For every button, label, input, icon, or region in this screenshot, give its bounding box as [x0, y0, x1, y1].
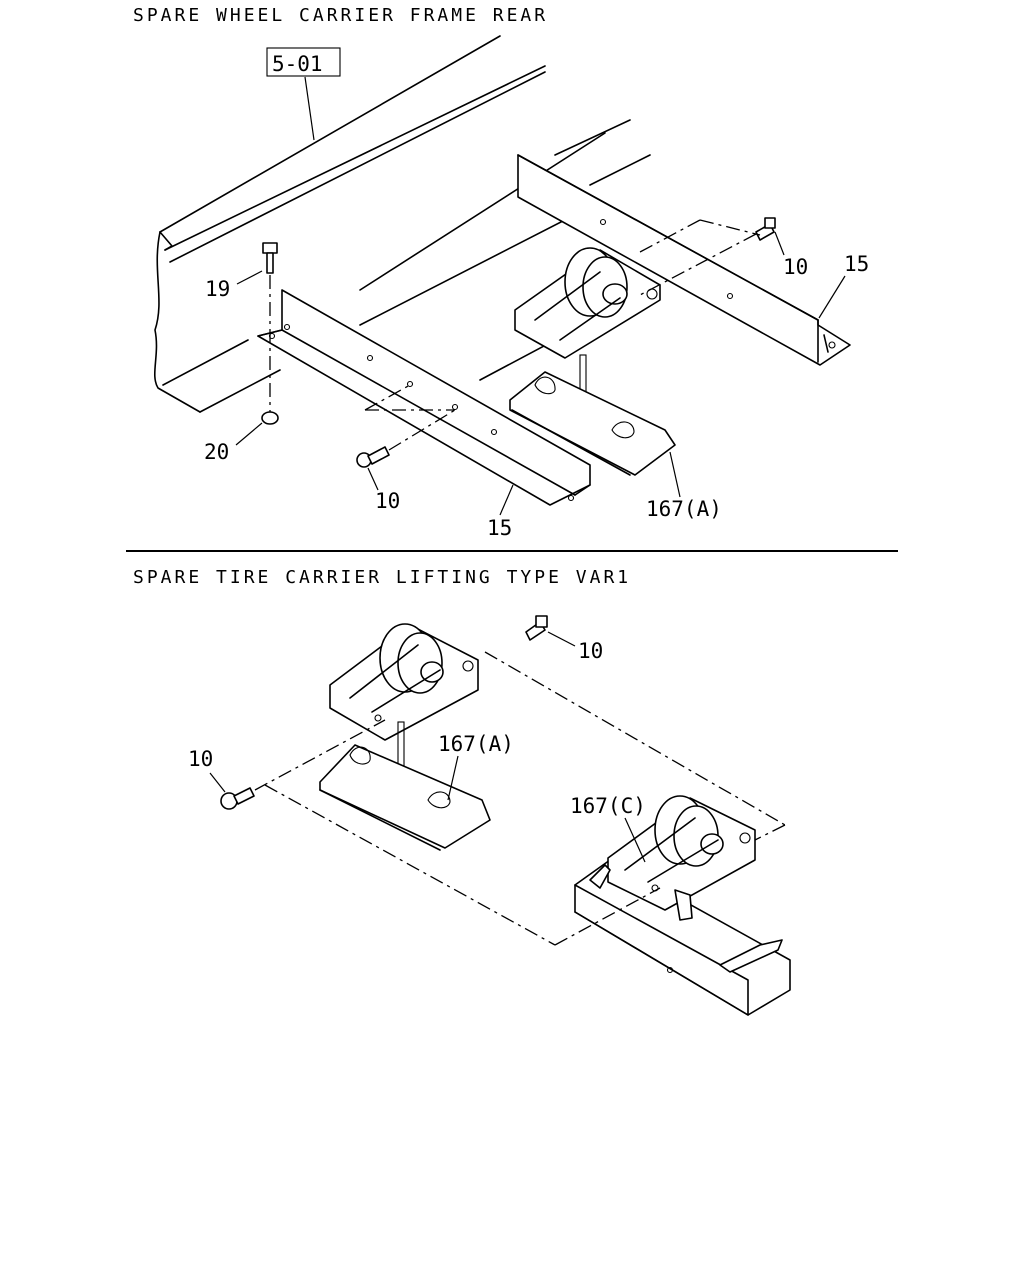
callout-15-left: 15 — [487, 516, 512, 540]
winch-assembly-1 — [509, 247, 676, 476]
callout-10-lower: 10 — [375, 489, 400, 513]
callout-167c: 167(C) — [570, 794, 646, 818]
callout-20: 20 — [204, 440, 229, 464]
ref-box-label: 5-01 — [272, 52, 323, 76]
callout-10-upper-2: 10 — [578, 639, 603, 663]
section-2-title: SPARE TIRE CARRIER LIFTING TYPE VAR1 — [133, 567, 631, 588]
bolt-10-lower — [356, 384, 456, 468]
bolt-10-upper-2 — [525, 615, 548, 641]
callout-19: 19 — [205, 277, 230, 301]
ref-box-5-01: 5-01 — [266, 47, 341, 141]
winch-assembly-2 — [319, 623, 491, 851]
callout-10-upper: 10 — [783, 255, 808, 279]
bolt-10-upper — [639, 217, 776, 296]
angle-bracket-15-left — [257, 289, 591, 506]
winch-assembly-3-carrier — [574, 795, 791, 1016]
section-1-title: SPARE WHEEL CARRIER FRAME REAR — [133, 5, 548, 26]
nut-20 — [261, 411, 279, 425]
bolt-10-left-2 — [220, 787, 255, 810]
callout-15-right: 15 — [844, 252, 869, 276]
callout-10-left-2: 10 — [188, 747, 213, 771]
angle-bracket-15-right — [517, 154, 851, 366]
callout-167a-section1: 167(A) — [646, 497, 722, 521]
mounting-outline-dashed — [254, 651, 786, 946]
callout-167a-section2: 167(A) — [438, 732, 514, 756]
bolt-19 — [262, 242, 278, 420]
